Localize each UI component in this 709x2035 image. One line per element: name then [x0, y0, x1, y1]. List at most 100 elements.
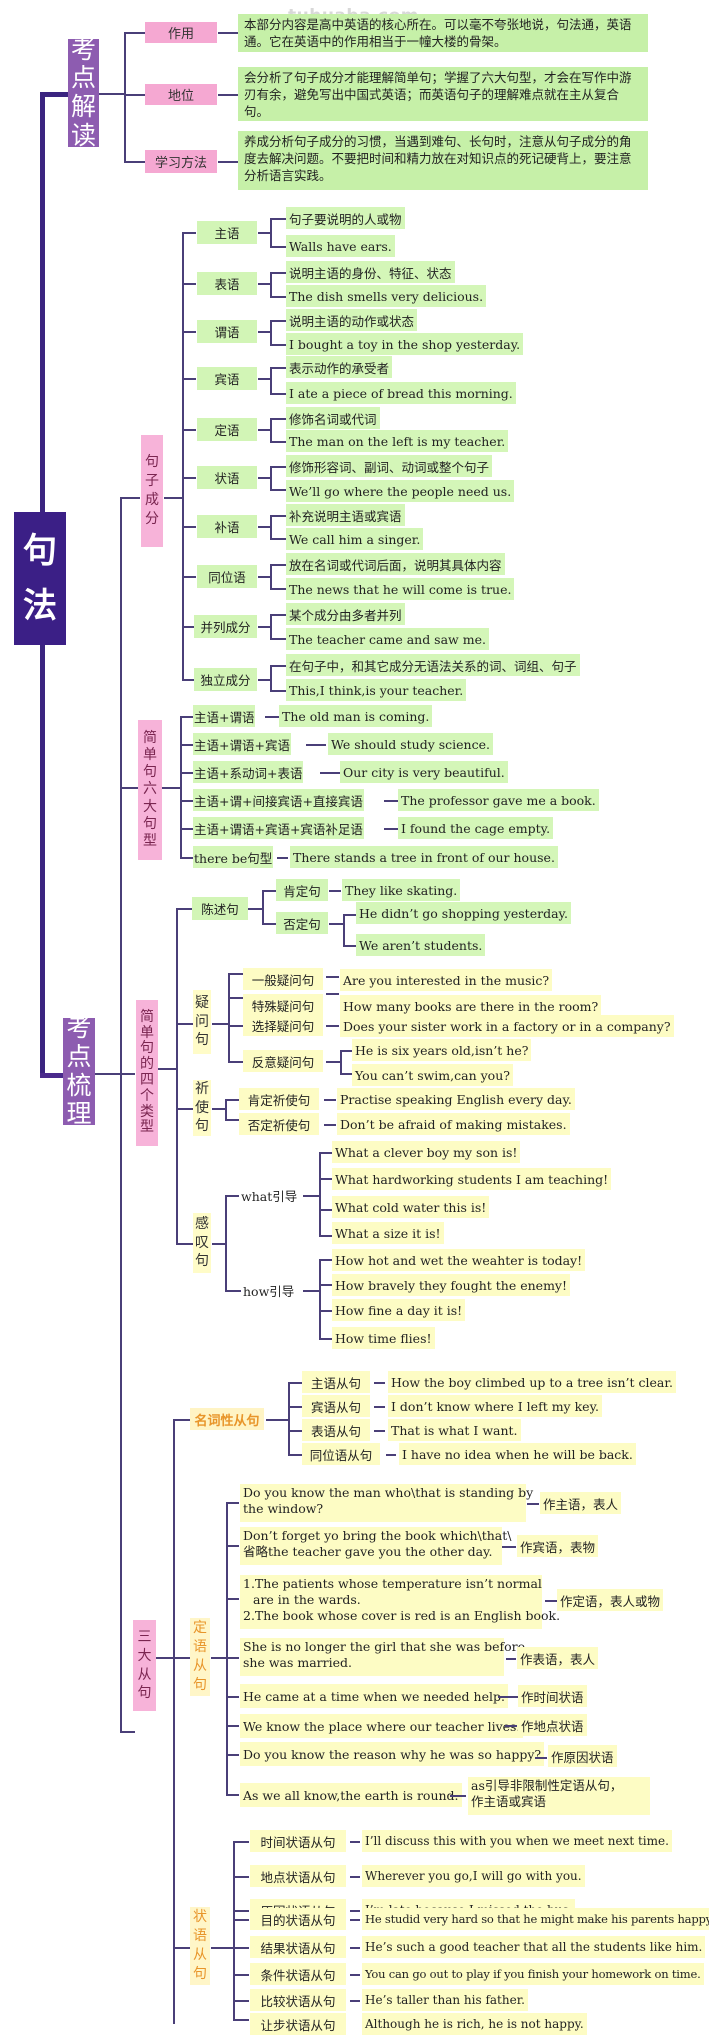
connector: [329, 923, 343, 925]
connector: [182, 429, 196, 431]
char: 从: [193, 1947, 207, 1963]
what-lead-label: what引导: [241, 1188, 298, 1204]
adverbial-type: 时间状语从句: [250, 1830, 346, 1852]
component-definition: 说明主语的动作或状态: [286, 309, 418, 331]
adverbial-type: 比较状语从句: [250, 1989, 346, 2011]
char: 句: [195, 1253, 209, 1270]
line: She is no longer the girl that she was b…: [243, 1639, 526, 1654]
connector: [326, 1025, 339, 1027]
component-label: 独立成分: [194, 668, 257, 691]
noun-clause-label: 名词性从句: [190, 1408, 264, 1430]
component-definition: 修饰名词或代词: [286, 407, 380, 429]
connector: [270, 489, 286, 491]
component-definition: 补充说明主语或宾语: [286, 504, 405, 526]
connector: [212, 1023, 228, 1025]
adverbial-example: You can go out to play if you finish you…: [362, 1963, 704, 1985]
pattern-label: 主语+系动词+表语: [193, 761, 304, 783]
attributive-example: 1.The patients whose temperature isn’t n…: [240, 1575, 560, 1629]
line: as引导非限制性定语从句，: [471, 1778, 623, 1793]
section1-char: 考: [70, 34, 96, 64]
connector: [225, 1099, 227, 1120]
connector: [350, 1841, 360, 1843]
line: Don’t forget yo bring the book which\tha…: [243, 1528, 512, 1543]
pattern-label: 主语+谓语+宾语: [193, 733, 291, 755]
connector: [288, 1430, 302, 1432]
connector: [258, 331, 271, 333]
connector: [233, 1947, 249, 1949]
connector: [218, 32, 238, 34]
how-example: How bravely they fought the enemy!: [332, 1274, 571, 1296]
component-example: I bought a toy in the shop yesterday.: [286, 333, 524, 355]
connector: [326, 1061, 340, 1063]
connector: [124, 32, 145, 34]
what-example: What cold water this is!: [332, 1196, 490, 1218]
char: 句: [140, 1040, 154, 1057]
connector: [319, 1310, 332, 1312]
connector: [319, 1152, 332, 1154]
connector: [211, 1657, 227, 1659]
connector: [374, 1430, 385, 1432]
adverbial-example: I’ll discuss this with you when we meet …: [362, 1830, 672, 1852]
connector: [173, 1419, 175, 2024]
connector: [182, 526, 196, 528]
connector: [176, 908, 192, 910]
section1-char: 读: [70, 120, 96, 150]
connector: [233, 1841, 235, 2021]
connector: [303, 1195, 320, 1197]
char: 型: [140, 1119, 154, 1136]
attributive-example: Do you know the man who\that is standing…: [240, 1484, 533, 1522]
connector: [270, 393, 286, 395]
connector: [176, 1108, 193, 1110]
interrogative-label: 选择疑问句: [243, 1014, 323, 1036]
connector: [228, 1061, 243, 1063]
attributive-example: He came at a time when we needed help.: [240, 1684, 508, 1708]
connector: [270, 272, 272, 297]
connector: [226, 1725, 239, 1727]
connector: [350, 1876, 360, 1878]
connector: [162, 787, 181, 789]
char: 类: [140, 1103, 154, 1120]
component-definition: 说明主语的身份、特征、状态: [286, 261, 455, 283]
root-char-1: 句: [23, 531, 57, 572]
connector: [270, 515, 286, 517]
connector: [506, 1658, 516, 1660]
section2-char: 考: [66, 1013, 92, 1042]
char: 型: [143, 832, 157, 849]
char: 简: [143, 730, 157, 747]
pattern-example: Our city is very beautiful.: [340, 761, 508, 783]
adverbial-type: 地点状语从句: [250, 1865, 346, 1887]
connector: [225, 1195, 227, 1291]
connector: [306, 744, 326, 746]
desc-study-method: 养成分析句子成分的习惯，当遇到难句、长句时，注意从句子成分的角度去解决问题。不要…: [238, 131, 648, 190]
imperative-label: 肯定祈使句: [239, 1088, 319, 1110]
char: 单: [143, 747, 157, 764]
connector: [182, 378, 196, 380]
connector: [270, 367, 286, 369]
connector: [270, 665, 286, 667]
connector: [270, 218, 272, 247]
imperative-label: 否定祈使句: [239, 1113, 319, 1135]
noun-clause-example: I have no idea when he will be back.: [399, 1443, 636, 1465]
connector: [374, 1382, 385, 1384]
attributive-note: 作时间状语: [518, 1685, 587, 1707]
connector: [233, 1841, 249, 1843]
connector: [262, 890, 276, 892]
connector: [288, 1382, 290, 1455]
section1-char: 点: [70, 63, 96, 93]
interrogative-label: 一般疑问句: [243, 968, 323, 990]
line: 作主语或宾语: [471, 1794, 547, 1809]
pattern-example: The old man is coming.: [279, 705, 433, 727]
connector: [386, 1454, 396, 1456]
section-exam-points-interpretation: 考 点 解 读: [68, 34, 99, 150]
connector: [270, 564, 272, 589]
char: 句: [143, 764, 157, 781]
connector: [226, 1545, 239, 1547]
connector: [350, 1919, 360, 1921]
label-exclamatory: 感 叹 句: [193, 1213, 211, 1273]
connector: [258, 477, 271, 479]
connector: [343, 914, 345, 946]
connector: [180, 744, 194, 746]
connector: [270, 638, 286, 640]
connector: [180, 716, 194, 718]
pattern-example: The professor gave me a book.: [398, 789, 599, 811]
